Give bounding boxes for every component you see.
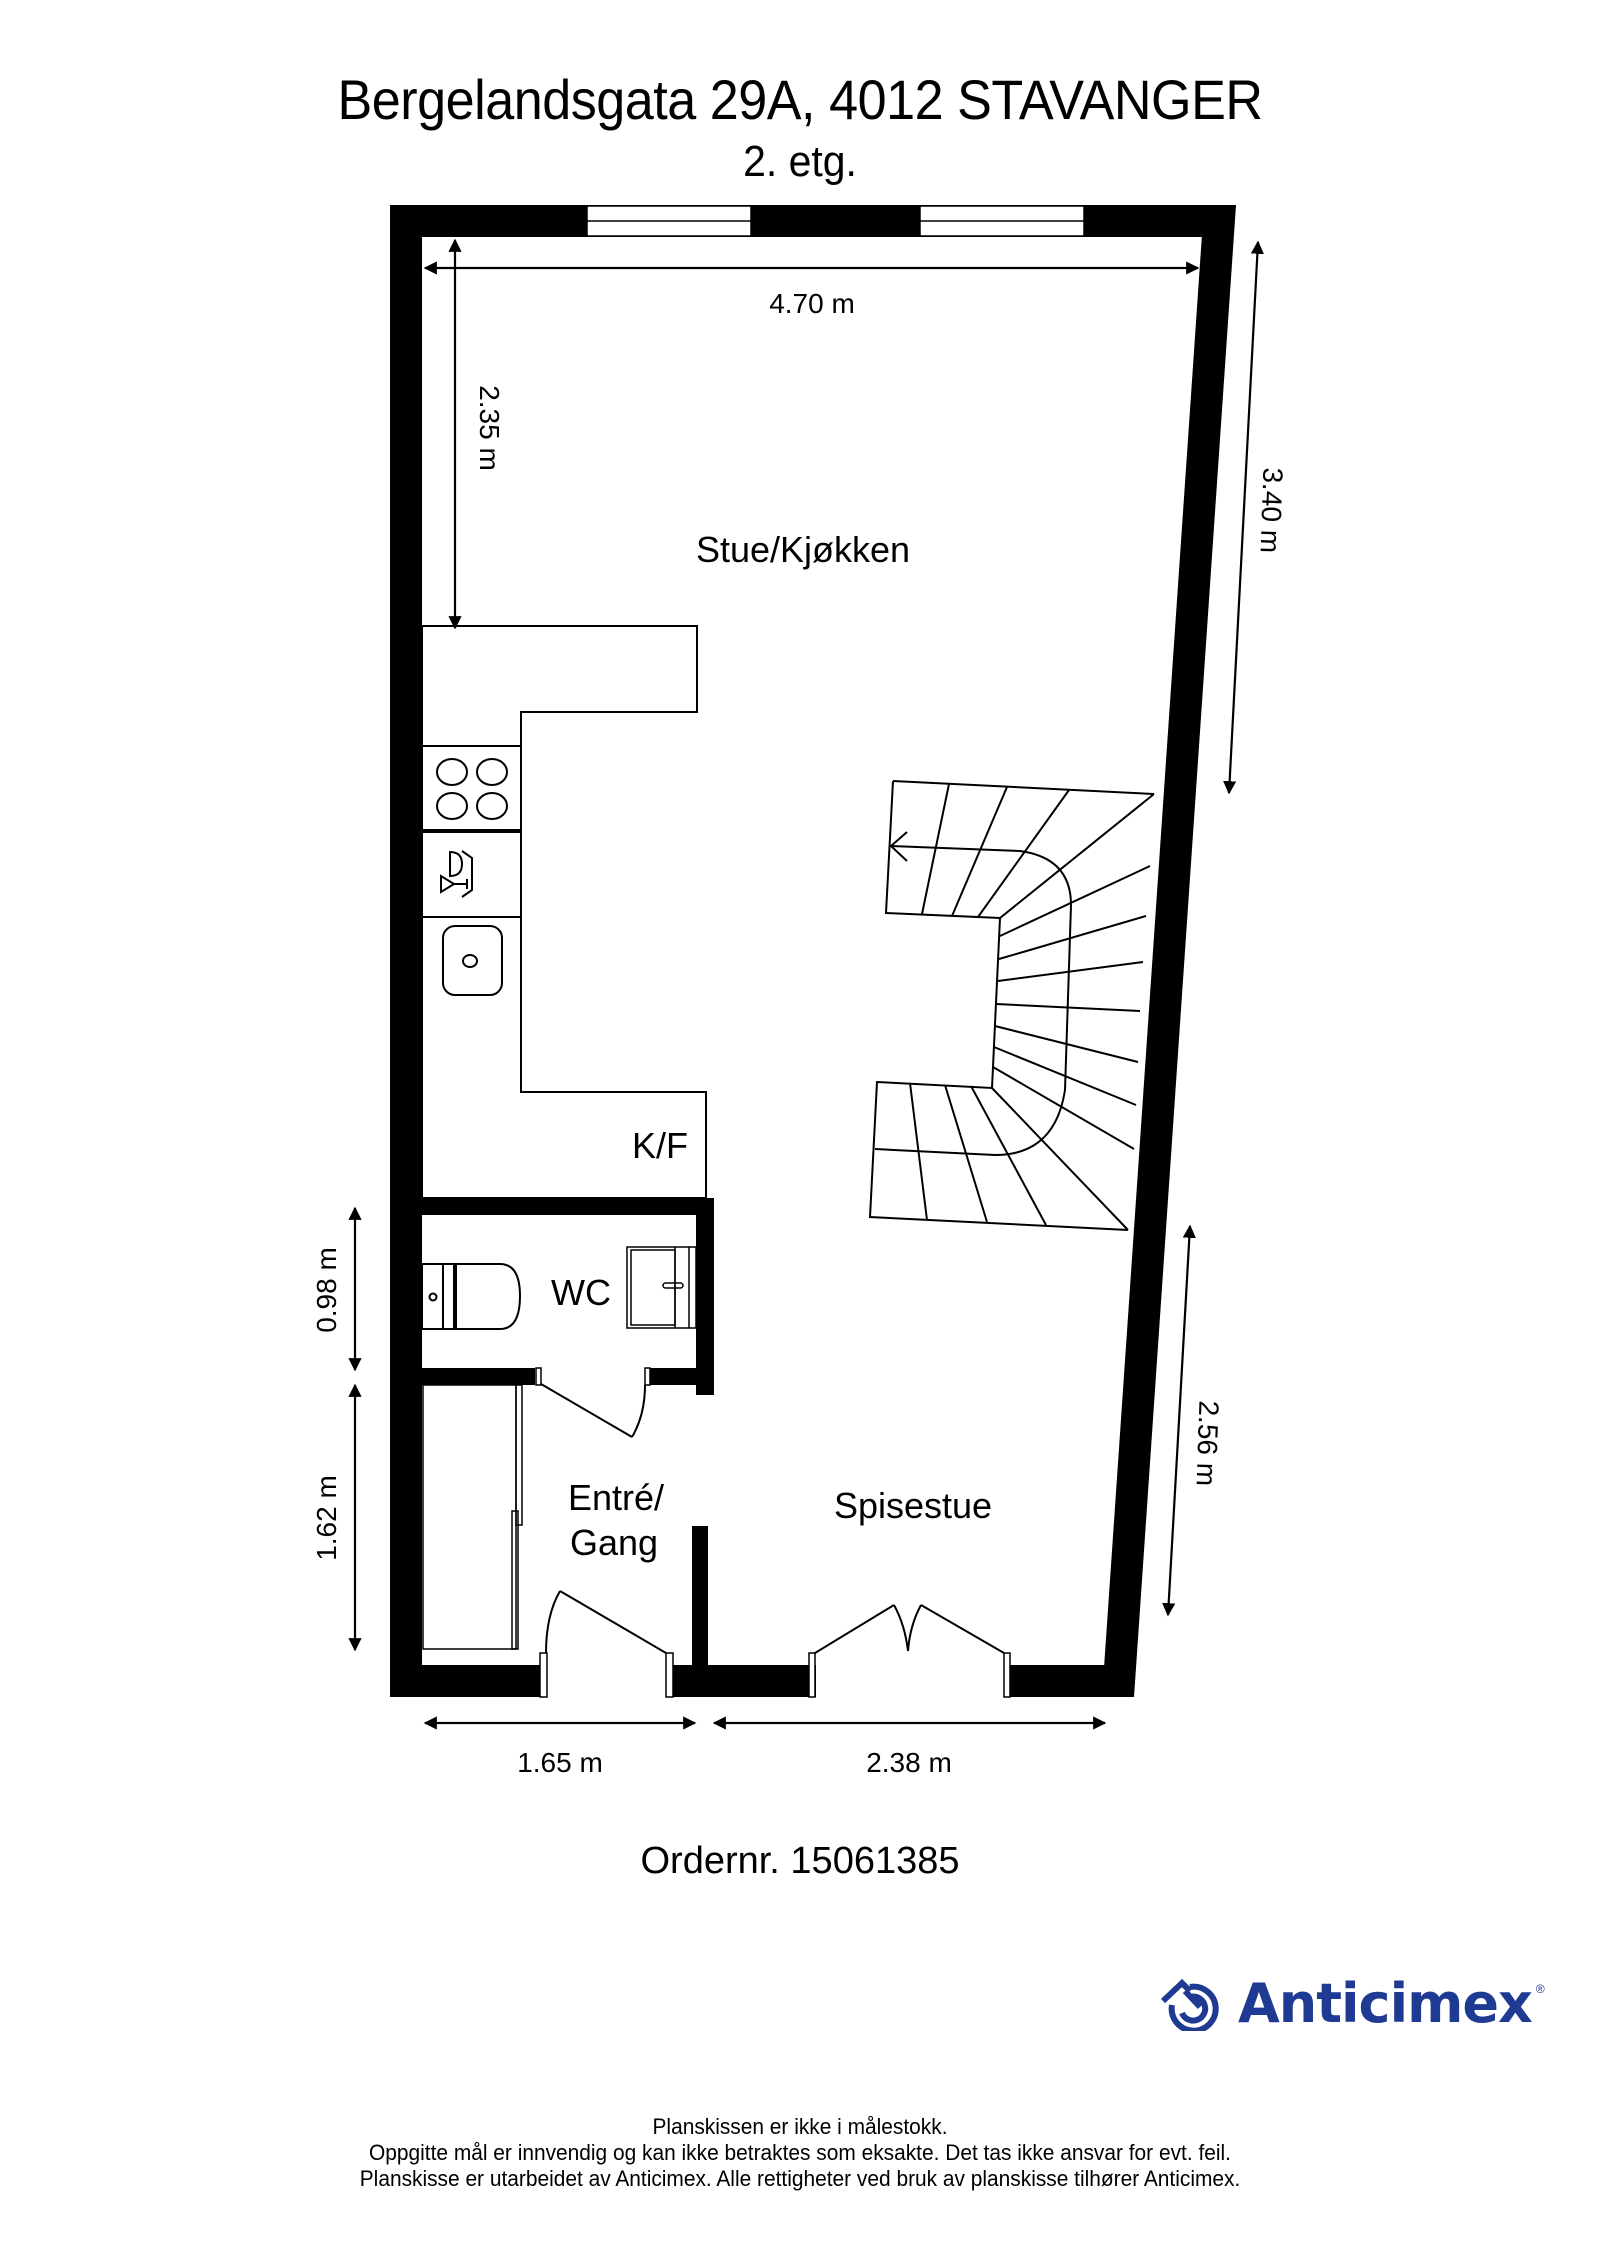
wc-door (540, 1383, 646, 1438)
dim-label-wc-height: 0.98 m (311, 1247, 342, 1333)
stove-icon (436, 758, 508, 820)
dim-label-bottom-right-width: 2.38 m (866, 1747, 952, 1778)
room-label-entre: Entré/ (568, 1477, 664, 1518)
dim-label-entre-height: 1.62 m (311, 1475, 342, 1561)
disclaimer-line-2: Oppgitte mål er innvendig og kan ikke be… (369, 2140, 1231, 2165)
window-top-right (919, 205, 1085, 237)
disclaimer-line-3: Planskisse er utarbeidet av Anticimex. A… (359, 2166, 1241, 2191)
exterior-walls (390, 205, 1236, 1697)
dim-label-right-bottom-height: 2.56 m (1191, 1400, 1225, 1487)
anticimex-logo: Anticimex ® (1160, 1972, 1545, 2035)
order-number: Ordernr. 15061385 (640, 1840, 960, 1882)
room-label-stue-kjokken: Stue/Kjøkken (696, 529, 910, 570)
floor-label: 2. etg. (743, 137, 857, 186)
front-door (539, 1590, 674, 1698)
dishwasher-icon (440, 850, 473, 898)
dim-right-top-height (1223, 240, 1264, 795)
disclaimer-line-1: Planskissen er ikke i målestokk. (652, 2114, 948, 2139)
toilet-icon (421, 1263, 522, 1330)
window-top-left (586, 205, 752, 237)
entre-partition-wall (692, 1526, 708, 1666)
wardrobe (422, 1384, 523, 1650)
anticimex-logo-icon (1160, 1978, 1219, 2031)
staircase (868, 780, 1155, 1231)
dim-label-bottom-left-width: 1.65 m (517, 1747, 603, 1778)
dim-right-bottom-height (1162, 1224, 1196, 1617)
room-label-kf: K/F (632, 1125, 688, 1166)
room-label-wc: WC (551, 1272, 611, 1313)
dim-label-top-width: 4.70 m (769, 288, 855, 319)
brand-name: Anticimex (1238, 1972, 1533, 2035)
room-label-gang: Gang (570, 1522, 658, 1563)
dim-label-left-top-height: 2.35 m (474, 385, 505, 471)
wc-door-jambs (535, 1367, 651, 1386)
kitchen-counter (421, 625, 707, 1199)
kitchen-sink-icon (442, 925, 503, 996)
double-door (808, 1604, 1011, 1698)
wc-sink-icon (626, 1246, 697, 1329)
address-title: Bergelandsgata 29A, 4012 STAVANGER (337, 68, 1263, 131)
registered-mark: ® (1535, 1982, 1545, 1996)
dimension-lines (348, 238, 1264, 1730)
room-label-spisestue: Spisestue (834, 1485, 992, 1526)
dim-label-right-top-height: 3.40 m (1255, 467, 1289, 554)
wc-walls (422, 1198, 714, 1395)
disclaimer: Planskissen er ikke i målestokk. Oppgitt… (40, 2114, 1560, 2192)
